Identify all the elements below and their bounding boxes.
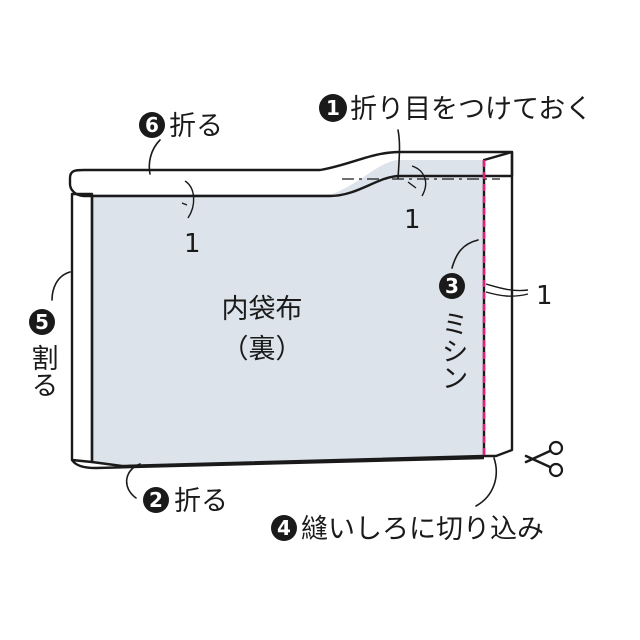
right-seam-allowance <box>482 150 514 458</box>
svg-text:折る: 折る <box>169 111 223 142</box>
measure-right: 1 <box>536 281 553 311</box>
svg-text:縫いしろに切り込み: 縫いしろに切り込み <box>301 514 544 545</box>
leader-step6 <box>148 139 161 175</box>
fabric-label-line2: （裏） <box>222 334 303 365</box>
leader-step3 <box>451 239 479 269</box>
svg-text:1: 1 <box>326 96 340 120</box>
step-5-label: 5 割る <box>27 309 58 398</box>
step-3-label: 3 ミシン <box>437 273 468 391</box>
measure-top-right: 1 <box>404 205 421 235</box>
bottom-edge <box>71 456 485 470</box>
svg-text:2: 2 <box>149 488 163 512</box>
fabric-label-line1: 内袋布 <box>222 294 303 325</box>
step-2-label: 2 折る <box>143 486 228 517</box>
measure-tick-top-right <box>407 165 427 197</box>
measure-tick-right <box>485 283 529 297</box>
step-4-label: 4 縫いしろに切り込み <box>271 514 544 545</box>
svg-text:折る: 折る <box>174 486 228 517</box>
leader-step5 <box>51 271 71 301</box>
leader-step1 <box>397 129 401 179</box>
svg-text:折り目をつけておく: 折り目をつけておく <box>350 94 592 125</box>
fabric-panel <box>92 160 484 466</box>
measure-tick-top-left <box>181 180 195 219</box>
scissors-icon <box>524 440 564 478</box>
step-1-label: 1 折り目をつけておく <box>319 94 592 125</box>
step-3-text: ミシン <box>437 310 468 391</box>
leader-step2 <box>125 463 141 499</box>
measure-top-left: 1 <box>184 229 201 259</box>
leader-step4 <box>475 457 498 507</box>
step-5-text: 割る <box>27 344 58 398</box>
left-seam-allowance <box>70 192 94 464</box>
fabric-outline <box>90 196 485 468</box>
svg-text:3: 3 <box>445 274 459 298</box>
step-6-label: 6 折る <box>139 111 223 142</box>
svg-text:6: 6 <box>145 113 159 137</box>
svg-text:4: 4 <box>277 516 291 540</box>
svg-text:5: 5 <box>35 310 49 334</box>
